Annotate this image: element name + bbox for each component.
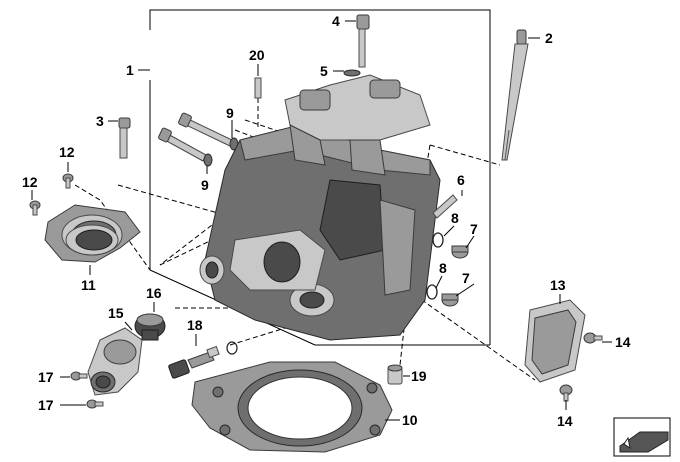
thermostat-icon <box>134 313 166 341</box>
callout-19: 19 <box>411 368 427 384</box>
callout-1: 1 <box>126 62 134 78</box>
callout-3: 3 <box>96 113 104 129</box>
callout-8a: 8 <box>451 210 459 226</box>
callout-11: 11 <box>81 277 96 293</box>
callout-16: 16 <box>146 285 162 301</box>
callout-9a: 9 <box>226 105 234 121</box>
callout-10: 10 <box>402 412 418 428</box>
cylinder-head-icon <box>199 74 441 341</box>
callout-14b: 14 <box>557 413 573 429</box>
cover-plate-icon <box>524 299 586 383</box>
callout-2: 2 <box>545 30 553 46</box>
callout-18: 18 <box>187 317 203 333</box>
callout-5: 5 <box>320 63 328 79</box>
callout-20: 20 <box>249 47 265 63</box>
dowel-pin-icon <box>432 194 458 219</box>
callout-13: 13 <box>550 277 566 293</box>
small-bolt-icon <box>118 117 131 159</box>
callout-14a: 14 <box>615 334 631 350</box>
thermostat-housing-icon <box>87 327 143 396</box>
o-ring-icon <box>426 232 444 300</box>
callout-12a: 12 <box>59 144 75 160</box>
callout-7a: 7 <box>470 221 478 237</box>
sleeve-icon <box>387 364 403 385</box>
intake-flange-icon <box>44 204 141 263</box>
callout-6: 6 <box>457 172 465 188</box>
page-corner-icon[interactable] <box>613 417 671 457</box>
stud-icon <box>254 77 262 99</box>
callout-4: 4 <box>332 13 340 29</box>
flange-bolts-icon <box>158 112 239 167</box>
callout-9b: 9 <box>201 177 209 193</box>
screw-icon <box>29 173 74 216</box>
temperature-sensor-icon <box>168 341 238 379</box>
long-bolt-icon <box>501 29 529 161</box>
leader-lines <box>31 20 612 421</box>
callout-12b: 12 <box>22 174 38 190</box>
head-bolt-icon <box>343 14 370 77</box>
callout-17a: 17 <box>38 369 54 385</box>
callout-7b: 7 <box>462 270 470 286</box>
plug-icon <box>441 245 469 307</box>
cylinder-head-gasket-icon <box>191 361 393 453</box>
callout-15: 15 <box>108 305 124 321</box>
callout-labels: 1 2 3 4 5 6 7 7 8 8 9 9 10 11 12 12 13 1… <box>22 13 631 429</box>
housing-screw-icon <box>70 371 104 409</box>
callout-17b: 17 <box>38 397 54 413</box>
callout-8b: 8 <box>439 260 447 276</box>
